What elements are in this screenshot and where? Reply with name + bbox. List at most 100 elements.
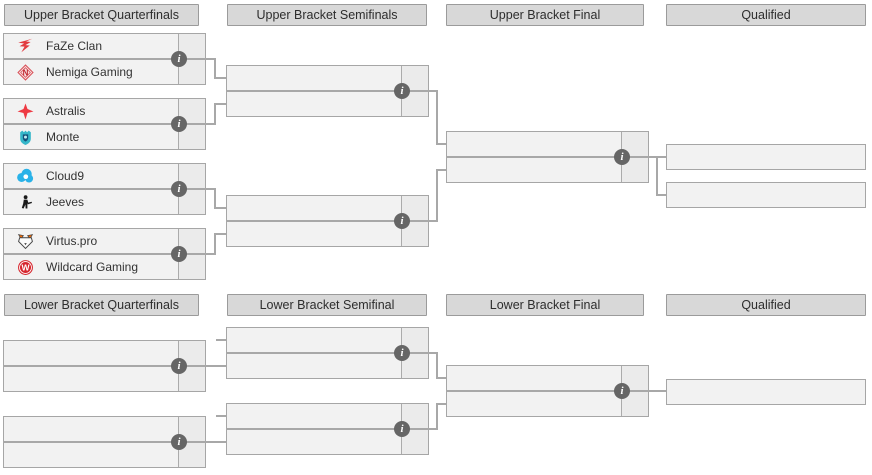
team-slot-empty xyxy=(227,404,401,428)
connector-line xyxy=(206,441,227,443)
header-upper-qualified: Qualified xyxy=(666,4,866,26)
connector-line xyxy=(206,253,216,255)
svg-text:W: W xyxy=(21,262,30,272)
divider xyxy=(446,390,649,392)
connector-stub xyxy=(216,415,227,417)
team-row-nemiga-gaming[interactable]: N Nemiga Gaming xyxy=(4,60,178,84)
header-lower-bracket-semifinal: Lower Bracket Semifinal xyxy=(227,294,427,316)
team-slot-empty xyxy=(227,328,401,352)
connector-line xyxy=(436,403,438,430)
divider xyxy=(226,428,429,430)
team-slot-empty xyxy=(4,341,178,365)
header-lower-qualified: Qualified xyxy=(666,294,866,316)
qualified-slot-3 xyxy=(666,379,866,405)
team-slot-empty xyxy=(447,132,621,156)
connector-line xyxy=(436,352,438,379)
team-row-virtus-pro[interactable]: Virtus.pro xyxy=(4,229,178,253)
connector-line xyxy=(656,194,666,196)
team-name: Monte xyxy=(46,130,80,144)
connector-line xyxy=(214,77,226,79)
divider xyxy=(3,58,206,60)
astralis-logo xyxy=(4,103,46,120)
info-icon[interactable]: i xyxy=(394,83,410,99)
qualified-slot-2 xyxy=(666,182,866,208)
header-upper-bracket-final: Upper Bracket Final xyxy=(446,4,644,26)
header-lower-bracket-quarterfinals: Lower Bracket Quarterfinals xyxy=(4,294,199,316)
divider xyxy=(226,220,429,222)
match-lb-final: i xyxy=(446,365,649,417)
info-icon[interactable]: i xyxy=(171,358,187,374)
match-ub-sf2: i xyxy=(226,195,429,247)
match-ub-sf1: i xyxy=(226,65,429,117)
connector-line xyxy=(429,428,438,430)
info-icon[interactable]: i xyxy=(394,213,410,229)
team-slot-empty xyxy=(447,158,621,182)
connector-line xyxy=(656,156,658,196)
info-icon[interactable]: i xyxy=(614,383,630,399)
team-slot-empty xyxy=(4,417,178,441)
team-name: Astralis xyxy=(46,104,86,118)
info-icon[interactable]: i xyxy=(171,181,187,197)
divider xyxy=(3,188,206,190)
divider xyxy=(3,123,206,125)
connector-stub xyxy=(216,339,227,341)
connector-line xyxy=(214,103,226,105)
team-name: Virtus.pro xyxy=(46,234,98,248)
team-name: Cloud9 xyxy=(46,169,85,183)
connector-line xyxy=(214,58,216,79)
connector-line xyxy=(214,233,226,235)
divider xyxy=(226,90,429,92)
team-name: FaZe Clan xyxy=(46,39,103,53)
team-slot-empty xyxy=(227,92,401,116)
header-upper-bracket-quarterfinals: Upper Bracket Quarterfinals xyxy=(4,4,199,26)
match-lb-qf1: i xyxy=(3,340,206,392)
info-icon[interactable]: i xyxy=(171,246,187,262)
connector-line xyxy=(436,90,438,145)
info-icon[interactable]: i xyxy=(171,434,187,450)
connector-line xyxy=(206,123,216,125)
team-row-cloud9[interactable]: Cloud9 xyxy=(4,164,178,188)
connector-line xyxy=(436,169,446,171)
match-lb-sf1: i xyxy=(226,327,429,379)
header-upper-bracket-semifinals: Upper Bracket Semifinals xyxy=(227,4,427,26)
connector-line xyxy=(436,169,438,222)
info-icon[interactable]: i xyxy=(171,116,187,132)
connector-line xyxy=(429,90,438,92)
info-icon[interactable]: i xyxy=(394,345,410,361)
connector-line xyxy=(206,58,216,60)
divider xyxy=(446,156,649,158)
team-row-faze-clan[interactable]: FaZe Clan xyxy=(4,34,178,58)
team-slot-empty xyxy=(227,430,401,454)
divider xyxy=(3,365,206,367)
connector-line xyxy=(214,188,216,209)
team-slot-empty xyxy=(4,367,178,391)
divider xyxy=(226,352,429,354)
match-ub-qf4: Virtus.pro W Wildcard Gaming i xyxy=(3,228,206,280)
team-slot-empty xyxy=(227,354,401,378)
match-lb-sf2: i xyxy=(226,403,429,455)
team-row-astralis[interactable]: Astralis xyxy=(4,99,178,123)
info-icon[interactable]: i xyxy=(394,421,410,437)
match-ub-final: i xyxy=(446,131,649,183)
info-icon[interactable]: i xyxy=(171,51,187,67)
connector-line xyxy=(429,220,438,222)
team-row-monte[interactable]: Monte xyxy=(4,125,178,149)
cloud9-logo xyxy=(4,167,46,185)
wildcard-gaming-logo: W xyxy=(4,259,46,276)
divider xyxy=(3,441,206,443)
team-row-jeeves[interactable]: Jeeves xyxy=(4,190,178,214)
qualified-slot-1 xyxy=(666,144,866,170)
match-ub-qf3: Cloud9 Jeeves i xyxy=(3,163,206,215)
info-icon[interactable]: i xyxy=(614,149,630,165)
team-row-wildcard-gaming[interactable]: W Wildcard Gaming xyxy=(4,255,178,279)
divider xyxy=(3,253,206,255)
virtus-pro-logo xyxy=(4,233,46,250)
team-name: Nemiga Gaming xyxy=(46,65,133,79)
team-name: Wildcard Gaming xyxy=(46,260,139,274)
monte-logo xyxy=(4,129,46,146)
connector-line xyxy=(436,403,446,405)
connector-line xyxy=(214,207,226,209)
connector-line xyxy=(429,352,438,354)
team-name: Jeeves xyxy=(46,195,85,209)
